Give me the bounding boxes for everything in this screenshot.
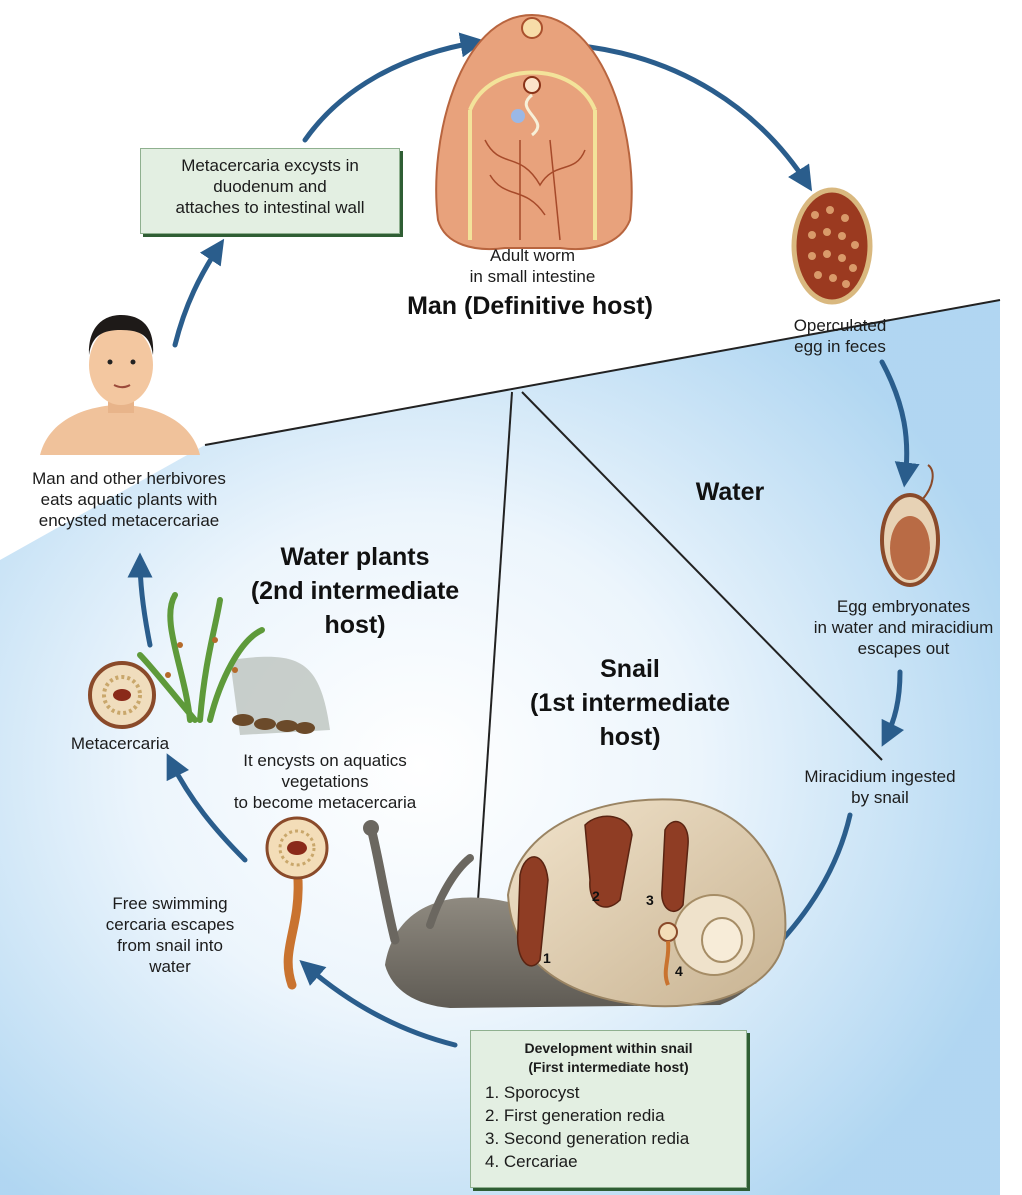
snail-stage-number-1: 1 xyxy=(543,950,551,966)
egg-caption: Operculated egg in feces xyxy=(765,315,915,357)
snail-box-list: 1. Sporocyst 2. First generation redia 3… xyxy=(485,1081,689,1173)
excyst-info-box: Metacercaria excysts in duodenum and att… xyxy=(140,148,400,234)
snail-stage-number-2: 2 xyxy=(592,888,600,904)
cercaria-caption: Free swimming cercaria escapes from snai… xyxy=(95,893,245,977)
snail-box-title: Development within snail xyxy=(471,1039,746,1057)
adult-worm-caption: Adult worm in small intestine xyxy=(440,245,625,287)
snail-box-item: 4. Cercariae xyxy=(485,1150,689,1173)
snail-box-item: 3. Second generation redia xyxy=(485,1127,689,1150)
snail-stage-number-3: 3 xyxy=(646,892,654,908)
zone-label-water: Water xyxy=(650,478,810,507)
excyst-line-1: Metacercaria excysts in xyxy=(141,155,399,176)
zone-label-snail: Snail (1st intermediate host) xyxy=(480,652,780,754)
snail-stage-number-4: 4 xyxy=(675,963,683,979)
metacercaria-illustration xyxy=(90,663,154,727)
arrow-human-to-excyst xyxy=(175,245,220,345)
zone-label-man: Man (Definitive host) xyxy=(300,292,760,321)
snail-box-subtitle: (First intermediate host) xyxy=(471,1058,746,1076)
zone-label-water-plants: Water plants (2nd intermediate host) xyxy=(205,540,505,642)
snail-box-item: 2. First generation redia xyxy=(485,1104,689,1127)
operculated-egg-illustration xyxy=(794,190,870,302)
excyst-line-3: attaches to intestinal wall xyxy=(141,197,399,218)
encysts-caption: It encysts on aquatics vegetations to be… xyxy=(200,750,450,813)
snail-development-box: Development within snail (First intermed… xyxy=(470,1030,747,1188)
excyst-line-2: duodenum and xyxy=(141,176,399,197)
miracidium-caption: Miracidium ingested by snail xyxy=(780,766,980,808)
human-caption: Man and other herbivores eats aquatic pl… xyxy=(0,468,258,531)
metacercaria-caption: Metacercaria xyxy=(45,733,195,754)
snail-box-item: 1. Sporocyst xyxy=(485,1081,689,1104)
embryo-caption: Egg embryonates in water and miracidium … xyxy=(785,596,1022,659)
